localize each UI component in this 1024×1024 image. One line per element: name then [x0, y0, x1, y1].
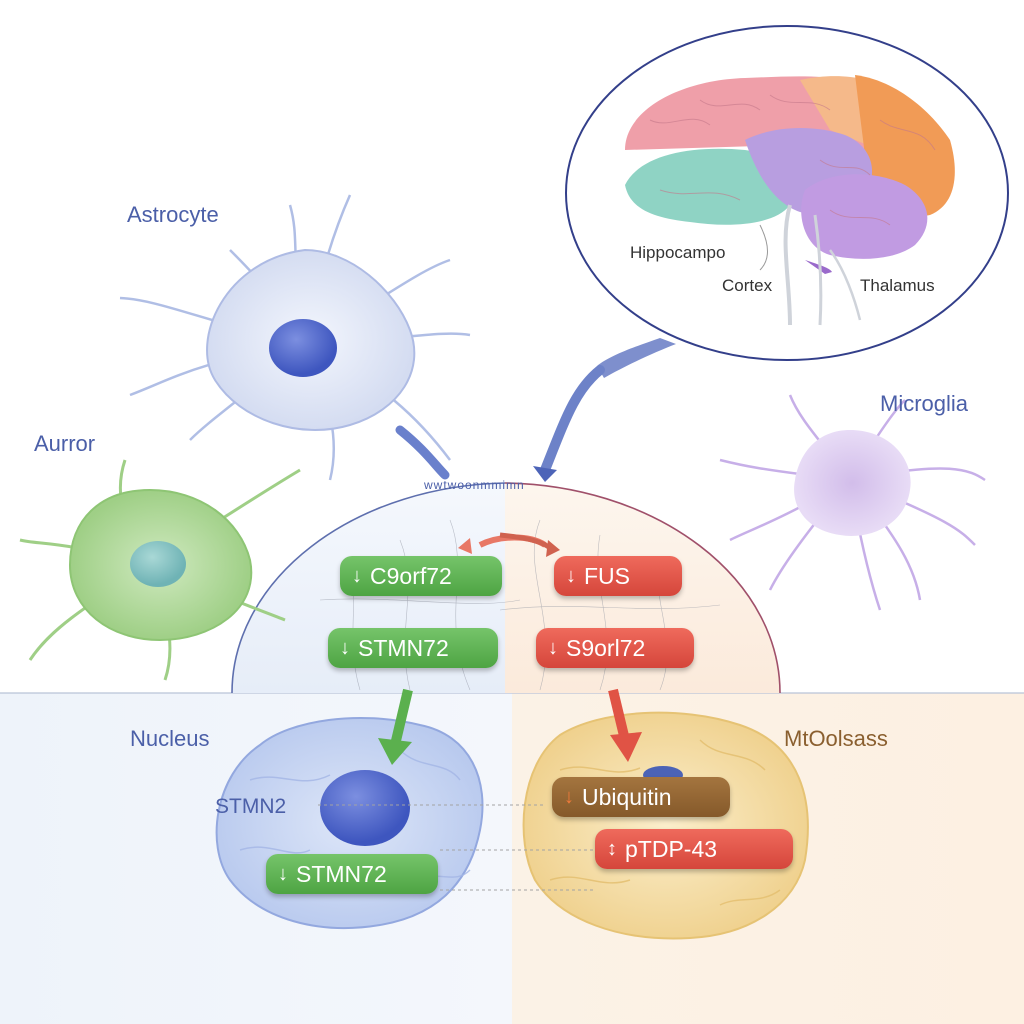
cytoplasm-blob — [522, 711, 809, 940]
microglia-label: Microglia — [880, 391, 969, 416]
pill-stmn72-upper-text: STMN72 — [358, 634, 449, 661]
pill-fus: ↓ FUS — [554, 556, 682, 596]
aurror-nucleus — [130, 541, 186, 587]
aurror-cell — [19, 459, 301, 681]
astrocyte-nucleus — [269, 319, 337, 377]
down-arrow-icon: ↓ — [352, 564, 362, 587]
red-arrow-shaft — [608, 688, 630, 742]
hippocampus-label: Hippocampo — [630, 243, 726, 262]
connector-lines — [318, 804, 595, 891]
pill-s9orl72-text: S9orl72 — [566, 634, 646, 661]
microglia-cell — [719, 394, 986, 611]
dome-caption: wwtwoonmmimn — [424, 478, 525, 492]
brain-inset — [565, 25, 1009, 378]
nucleus-label: Nucleus — [130, 726, 210, 751]
pill-stmn72-lower-text: STMN72 — [296, 860, 387, 887]
pill-fus-text: FUS — [584, 562, 630, 589]
cytoplasm-label: MtOolsass — [784, 726, 888, 751]
nucleus-blob — [215, 717, 484, 929]
pill-stmn72-lower: ↓ STMN72 — [266, 854, 438, 894]
pill-stmn72-upper: ↓ STMN72 — [328, 628, 498, 668]
down-arrow-icon: ↓ — [278, 862, 288, 885]
curved-arrow-left-head — [458, 538, 472, 554]
green-arrow-head — [378, 738, 412, 765]
thalamus-label: Thalamus — [860, 276, 935, 295]
down-arrow-icon: ↓ — [566, 564, 576, 587]
nucleus-core — [320, 770, 410, 846]
connector-arrowhead — [533, 466, 557, 482]
connector-arrow — [540, 365, 605, 475]
down-arrow-icon: ↓ — [548, 636, 558, 659]
curved-arrow-right-head — [546, 540, 560, 557]
updown-arrow-icon: ↕ — [607, 837, 617, 860]
cortex-label: Cortex — [722, 276, 773, 295]
astrocyte-cell — [119, 194, 471, 481]
pill-ptdp43-text: pTDP-43 — [625, 835, 718, 862]
green-arrow-shaft — [390, 688, 413, 747]
astrocyte-label: Astrocyte — [127, 202, 219, 227]
stmn2-nucleus-label: STMN2 — [215, 795, 287, 818]
pill-ptdp43: ↕ pTDP-43 — [595, 829, 793, 869]
down-arrow-icon: ↓ — [340, 636, 350, 659]
curved-arrow-right — [499, 532, 552, 551]
red-arrow-head — [610, 732, 642, 762]
pill-ubiquitin: ↓ Ubiquitin — [552, 777, 730, 817]
pill-c9orf72: ↓ C9orf72 — [340, 556, 502, 596]
dome — [231, 482, 781, 694]
pill-ubiquitin-text: Ubiquitin — [582, 783, 672, 810]
pill-s9orl72: ↓ S9orl72 — [536, 628, 694, 668]
pill-c9orf72-text: C9orf72 — [370, 562, 452, 589]
brain-illustration — [625, 75, 955, 326]
down-arrow-icon: ↓ — [564, 785, 574, 808]
aurror-label: Aurror — [34, 431, 96, 456]
